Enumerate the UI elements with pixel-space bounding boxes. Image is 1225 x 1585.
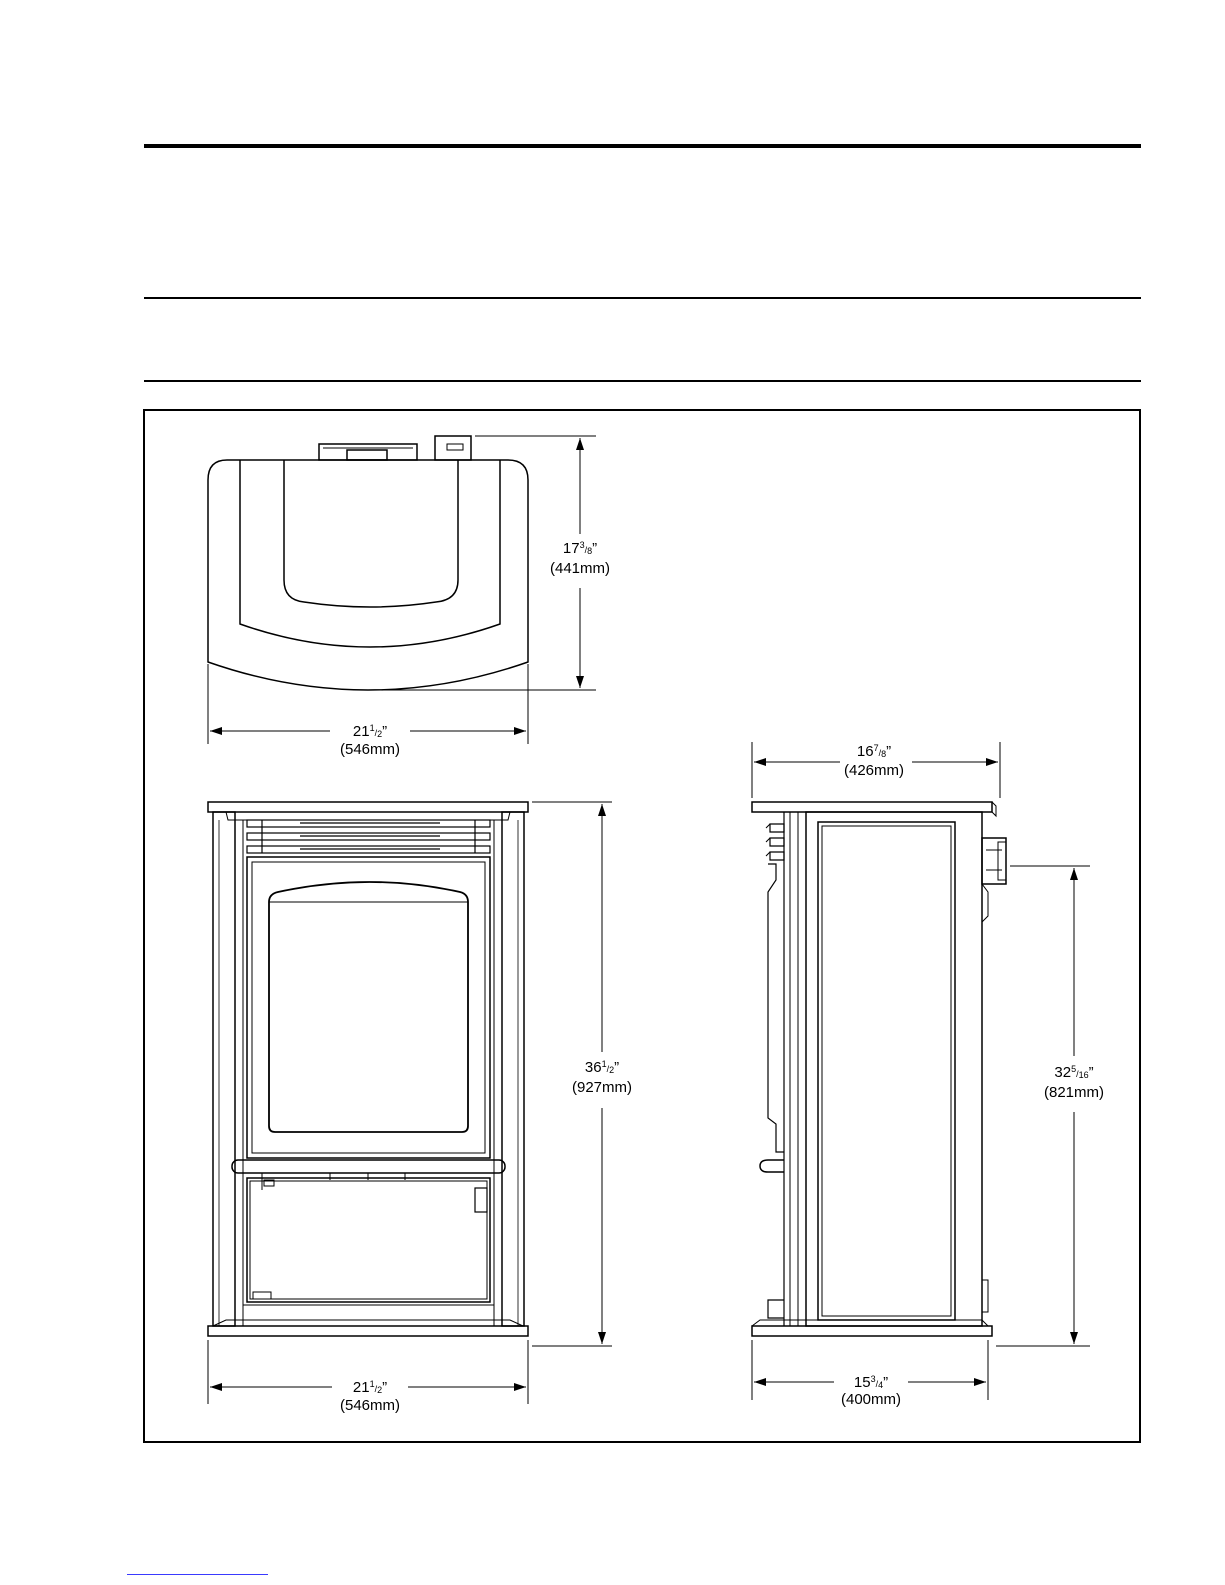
side-top-depth-imperial-label: 167/8” (857, 743, 891, 760)
top-view-intake-box (435, 436, 471, 460)
front-height-metric-label: (927mm) (572, 1079, 632, 1096)
top-view (208, 436, 528, 690)
side-base-depth-metric-label: (400mm) (841, 1391, 901, 1408)
front-view-handle-bar (232, 1160, 505, 1173)
front-view (208, 802, 528, 1336)
front-view-left-column (213, 812, 235, 1326)
top-view-band (240, 460, 500, 647)
front-width-imperial-label: 211/2” (353, 1379, 387, 1396)
front-view-top-plate (208, 802, 528, 812)
top-depth-metric-label: (441mm) (550, 560, 610, 577)
front-height-imperial-label: 361/2” (585, 1059, 619, 1076)
side-view-tube-ends (766, 824, 784, 860)
side-view-base (752, 1326, 992, 1336)
front-view-heat-tubes (247, 820, 490, 853)
side-flue-height-metric-label: (821mm) (1044, 1084, 1104, 1101)
top-width-imperial-label: 211/2” (353, 723, 387, 740)
side-view-top-plate (752, 802, 992, 812)
top-view-top-plate (284, 460, 458, 607)
front-width-metric-label: (546mm) (340, 1397, 400, 1414)
drawing-frame (144, 410, 1140, 1442)
top-view-outline (208, 460, 528, 690)
front-view-glass (269, 882, 468, 1132)
top-view-flue-collar (319, 444, 417, 460)
top-depth-imperial-label: 173/8” (563, 540, 597, 557)
front-view-right-column (502, 812, 524, 1326)
front-view-base (208, 1326, 528, 1336)
side-flue-height-imperial-label: 325/16” (1054, 1064, 1093, 1081)
footer-link-underline[interactable] (127, 1574, 268, 1575)
side-base-depth-imperial-label: 153/4” (854, 1374, 888, 1391)
side-flue-height-dimension (996, 866, 1090, 1346)
side-view (752, 802, 1006, 1336)
side-top-depth-metric-label: (426mm) (844, 762, 904, 779)
front-view-lower-panel (247, 1178, 490, 1302)
side-view-rear-connections (982, 838, 1006, 1312)
side-view-side-panel (818, 822, 955, 1320)
side-view-handle (760, 1160, 784, 1172)
top-width-metric-label: (546mm) (340, 741, 400, 758)
